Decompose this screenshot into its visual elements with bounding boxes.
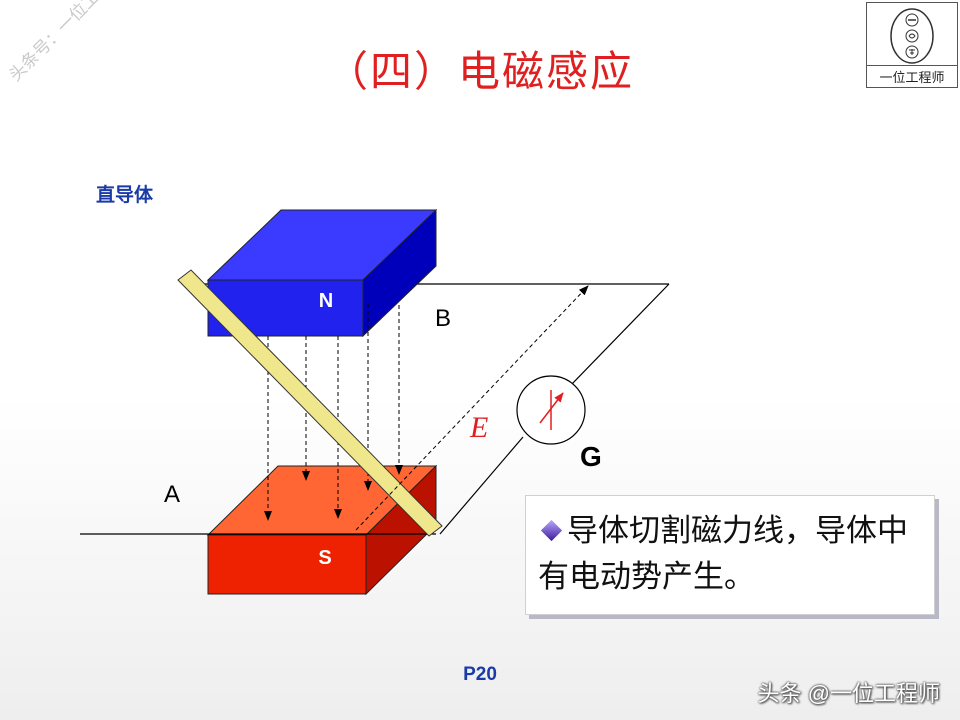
magnet-n-label: N bbox=[319, 290, 333, 312]
callout-text-container: 导体切割磁力线，导体中有电动势产生。 bbox=[538, 508, 930, 600]
label-a: A bbox=[164, 481, 180, 508]
callout-box: 导体切割磁力线，导体中有电动势产生。 bbox=[525, 495, 935, 615]
bottom-right-watermark: 头条 @一位工程师 bbox=[757, 681, 940, 706]
magnet-s-label: S bbox=[318, 547, 331, 569]
conductor-bar bbox=[177, 269, 443, 537]
logo-box: 一位工程师 bbox=[866, 2, 958, 88]
label-e: E bbox=[469, 411, 488, 444]
label-g: G bbox=[580, 441, 602, 472]
galvanometer-icon bbox=[516, 375, 586, 445]
callout-text: 导体切割磁力线，导体中有电动势产生。 bbox=[538, 513, 908, 594]
emf-direction-arrow bbox=[355, 285, 589, 531]
page-number: P20 bbox=[463, 664, 497, 685]
logo-caption: 一位工程师 bbox=[867, 65, 957, 86]
seal-logo-icon bbox=[890, 8, 934, 64]
slide-title: （四）电磁感应 bbox=[325, 48, 634, 95]
label-b: B bbox=[435, 305, 451, 332]
magnet-s bbox=[206, 464, 438, 596]
magnet-n bbox=[206, 208, 438, 338]
subtitle: 直导体 bbox=[96, 185, 154, 206]
diamond-bullet-icon bbox=[540, 520, 563, 542]
